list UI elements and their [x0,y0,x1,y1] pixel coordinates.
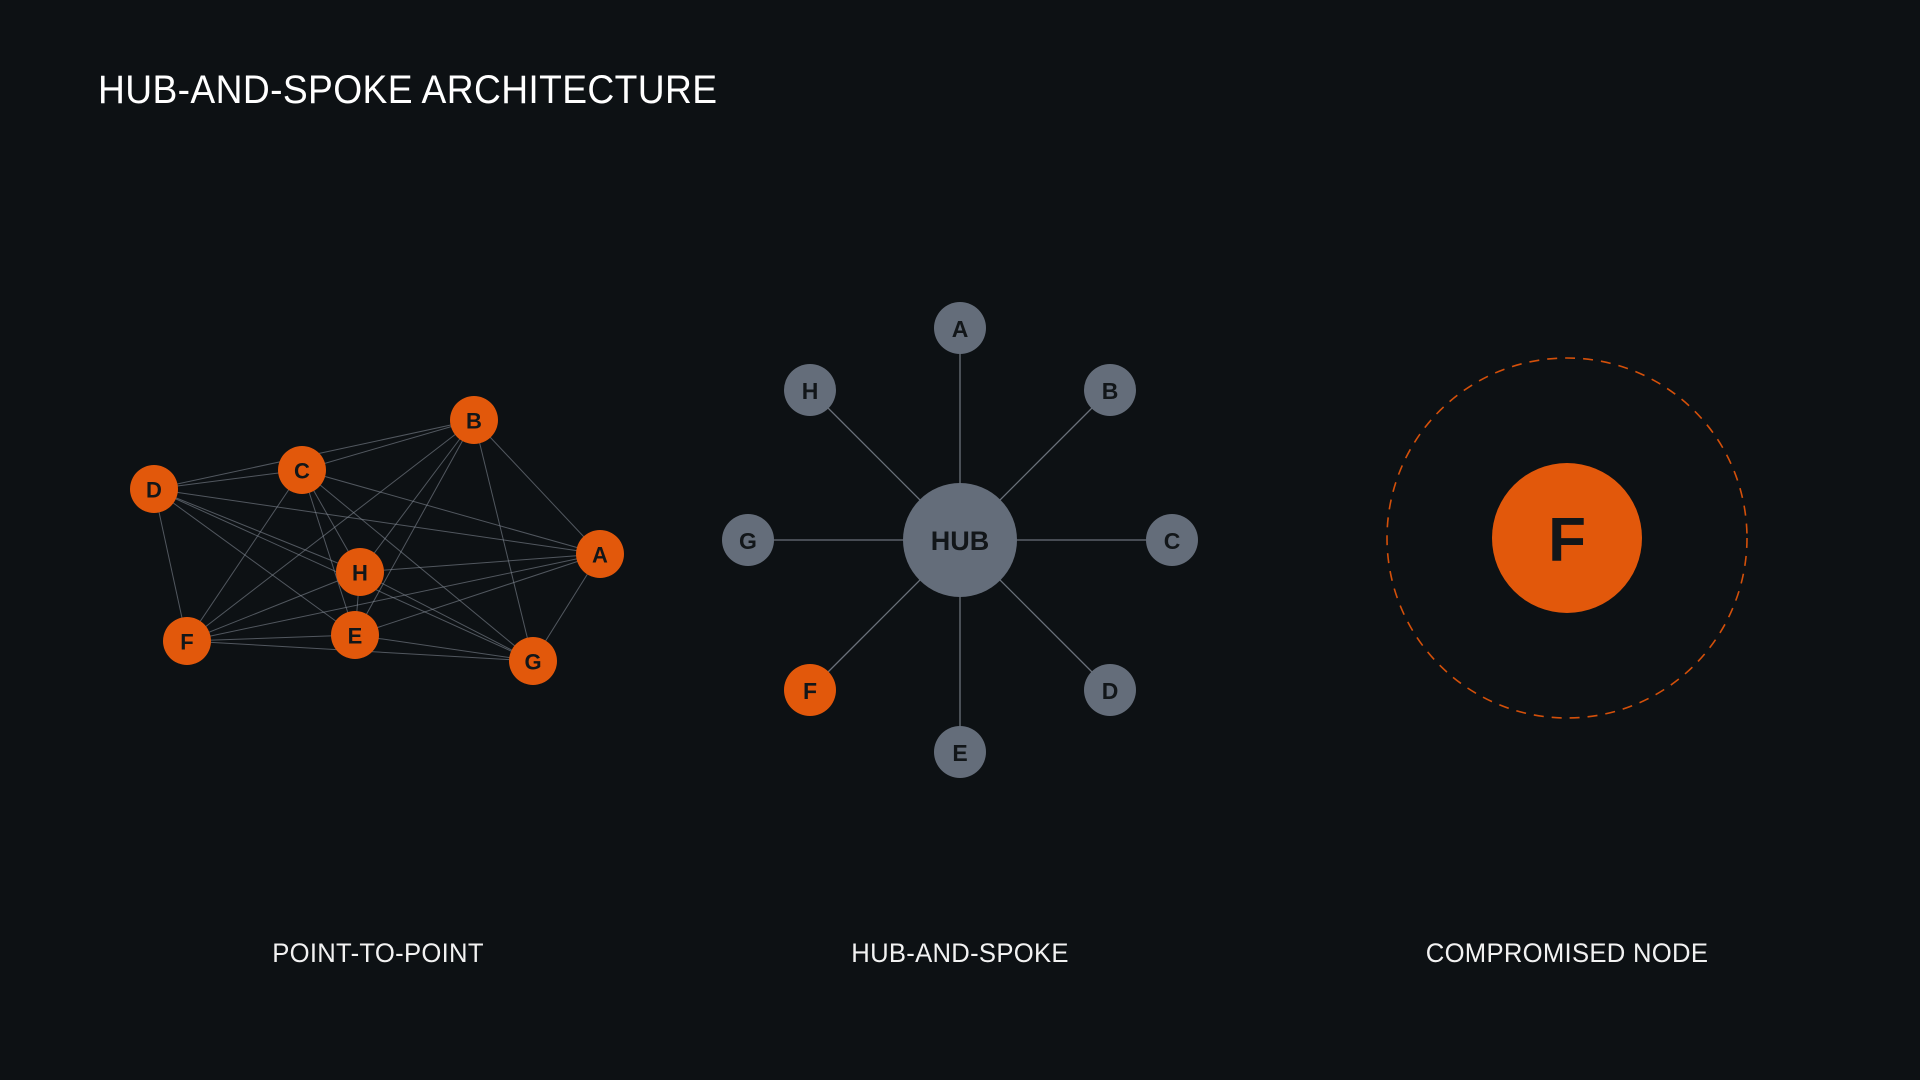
mesh-edge-a-h [359,553,601,573]
breach-ring-group [1386,357,1748,719]
mesh-edge-b-h [359,419,475,573]
mesh-edge-b-a [473,419,601,555]
mesh-edge-e-g [354,634,534,662]
mesh-edge-c-f [186,469,303,642]
mesh-edge-a-e [354,553,601,636]
caption-compromised-node: COMPROMISED NODE [1425,938,1709,968]
breach-perimeter-ring [1386,357,1748,719]
mesh-edge-d-f [153,488,188,642]
mesh-edge-c-b [301,419,475,471]
mesh-edge-c-g [301,469,534,662]
mesh-edge-c-a [301,469,601,555]
mesh-edge-d-c [153,469,303,490]
caption-point-to-point: POINT-TO-POINT [272,938,484,968]
compromised-node-f[interactable]: F [1492,463,1642,613]
mesh-edge-b-e [354,419,475,636]
mesh-edge-d-e [153,488,356,636]
mesh-edge-d-h [153,488,361,573]
breach-node-group: F [1492,463,1642,613]
mesh-edge-h-g [359,571,534,662]
mesh-edge-h-f [186,571,361,642]
caption-hub-and-spoke: HUB-AND-SPOKE [851,938,1069,968]
mesh-edge-a-f [186,553,601,642]
mesh-edge-d-a [153,488,601,555]
mesh-edge-e-f [186,634,356,642]
mesh-edge-b-f [186,419,475,642]
page-title: HUB-AND-SPOKE ARCHITECTURE [98,68,718,112]
mesh-edge-b-g [473,419,534,662]
